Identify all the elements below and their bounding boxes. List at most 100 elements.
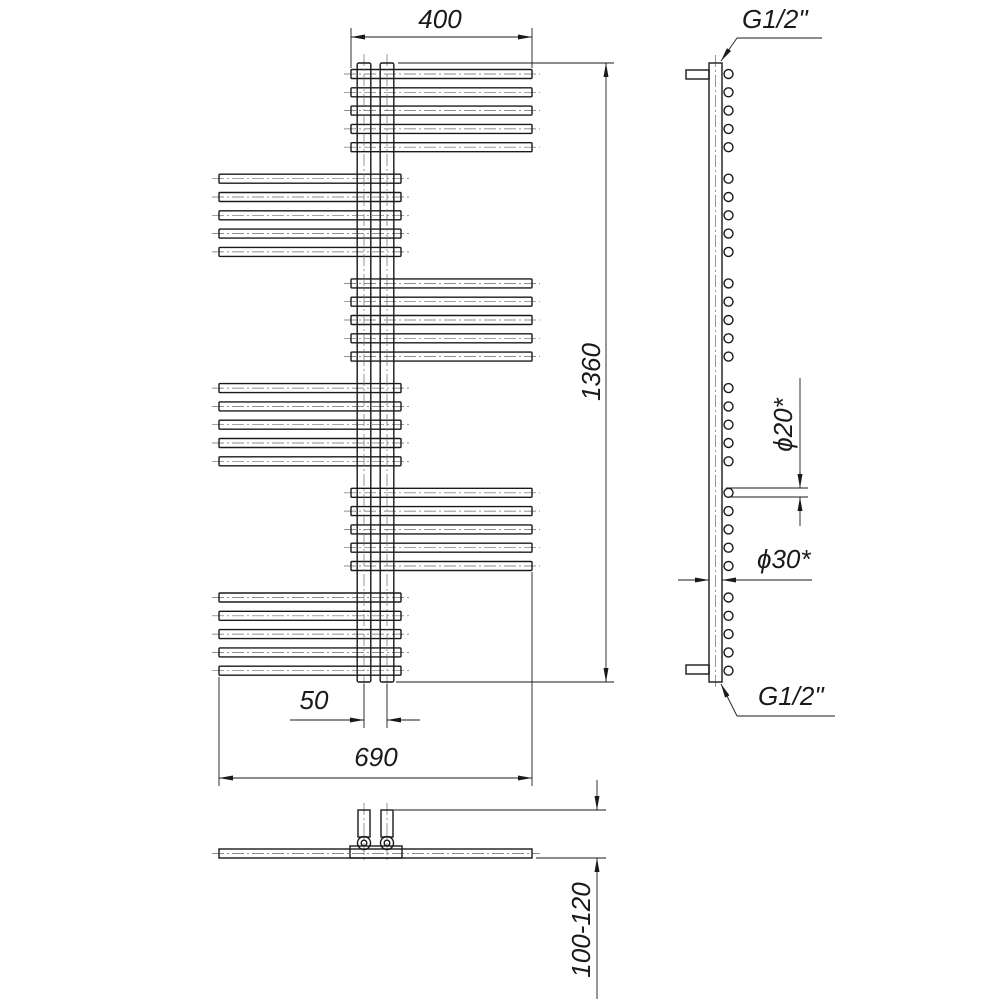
towel-bar	[350, 141, 533, 153]
towel-bar-groups	[212, 68, 540, 676]
towel-bar	[218, 437, 402, 449]
right-bar-group	[344, 278, 540, 362]
towel-bar-section	[723, 123, 734, 135]
bar-diameter-label: ϕ20*	[768, 397, 798, 451]
towel-bar	[218, 228, 402, 239]
towel-bar-section	[723, 333, 734, 344]
top-connection-leader-arrow	[720, 37, 738, 62]
towel-bar	[350, 296, 533, 307]
towel-bar-section	[723, 173, 734, 184]
towel-bar-section	[723, 68, 734, 80]
right-collector-pipe	[379, 62, 395, 683]
towel-bar	[218, 647, 402, 658]
total-width-label: 690	[354, 742, 398, 772]
towel-bar-section	[723, 542, 734, 553]
pipe-spacing-dimension: 50	[290, 684, 420, 728]
collector-diameter-label: ϕ30*	[757, 544, 811, 574]
left-collector-bore	[360, 839, 368, 847]
towel-bar	[350, 351, 533, 362]
towel-bar	[350, 560, 533, 572]
wall-distance-dimension: 100-120	[394, 780, 606, 999]
towel-bar-section	[723, 382, 734, 394]
towel-bar-section	[723, 105, 734, 116]
towel-bar-section	[723, 647, 734, 658]
height-label: 1360	[576, 343, 606, 401]
plan-view: 100-120	[212, 780, 606, 999]
towel-bar	[350, 278, 533, 289]
bar-diameter-dimension: ϕ20*	[726, 378, 808, 526]
towel-bar-section	[723, 524, 734, 535]
bottom-connection-stub	[685, 664, 710, 675]
towel-bar-section	[723, 278, 734, 289]
side-collector	[708, 62, 723, 683]
bar-length-dimension: 400	[350, 4, 533, 68]
towel-bar	[218, 191, 402, 203]
towel-bar	[350, 487, 533, 498]
towel-bar-section	[723, 592, 734, 603]
right-collector-section	[379, 835, 395, 851]
towel-bar	[350, 123, 533, 135]
towel-bar	[350, 105, 533, 116]
front-view: 400 1360 50 690	[212, 4, 614, 786]
towel-bar	[218, 419, 402, 430]
height-dimension: 1360	[396, 62, 614, 683]
towel-bar	[218, 456, 402, 467]
towel-bar-section	[723, 141, 734, 153]
towel-bar-section	[723, 87, 734, 98]
bottom-connection-callout: G1/2"	[720, 681, 835, 717]
left-bar-group	[212, 173, 409, 258]
towel-bar	[218, 665, 402, 676]
towel-bar-section	[723, 191, 734, 203]
right-bar-group	[344, 487, 540, 572]
left-bar-group	[212, 592, 409, 676]
towel-bar-section	[723, 351, 734, 362]
towel-bar	[350, 314, 533, 326]
towel-bar-section	[723, 665, 734, 676]
towel-bar	[218, 246, 402, 258]
towel-bar	[218, 628, 402, 640]
towel-bar-section	[723, 487, 734, 498]
towel-bar-section	[723, 437, 734, 449]
plan-bar-overlap	[349, 845, 403, 859]
towel-bar	[350, 542, 533, 553]
towel-bar	[350, 524, 533, 535]
left-bar-group	[212, 382, 409, 467]
towel-bar	[350, 68, 533, 80]
towel-bar-section	[723, 628, 734, 640]
total-width-dimension: 690	[218, 572, 533, 786]
top-connection-label: G1/2"	[742, 4, 809, 34]
towel-bar	[350, 505, 533, 517]
towel-bar-section	[723, 610, 734, 621]
bar-length-label: 400	[418, 4, 462, 34]
towel-bar-section	[723, 296, 734, 307]
collector-diameter-dimension: ϕ30*	[678, 544, 812, 583]
bottom-connection-leader-arrow	[720, 683, 738, 717]
towel-bar-section	[723, 505, 734, 517]
towel-bar	[218, 401, 402, 412]
bottom-connection-label: G1/2"	[758, 681, 825, 711]
right-bar-group	[344, 68, 540, 153]
left-collector-section	[356, 835, 372, 851]
towel-bar-section	[723, 228, 734, 239]
towel-bar-section	[723, 246, 734, 258]
towel-bar	[218, 173, 402, 184]
towel-bar-section	[723, 456, 734, 467]
collector-pipes	[356, 54, 395, 690]
towel-bar	[218, 210, 402, 221]
towel-bar	[350, 87, 533, 98]
towel-bar-section	[723, 210, 734, 221]
top-connection-callout: G1/2"	[720, 4, 822, 62]
pipe-spacing-label: 50	[300, 685, 329, 715]
top-connection-stub	[685, 69, 710, 80]
towel-bar-section	[723, 401, 734, 412]
wall-distance-label: 100-120	[566, 882, 596, 978]
towel-bar	[218, 382, 402, 394]
towel-bar	[350, 333, 533, 344]
towel-bar-section	[723, 560, 734, 572]
towel-bar-section	[723, 314, 734, 326]
towel-bar	[218, 592, 402, 603]
towel-bar-section	[723, 419, 734, 430]
right-collector-bore	[383, 839, 391, 847]
